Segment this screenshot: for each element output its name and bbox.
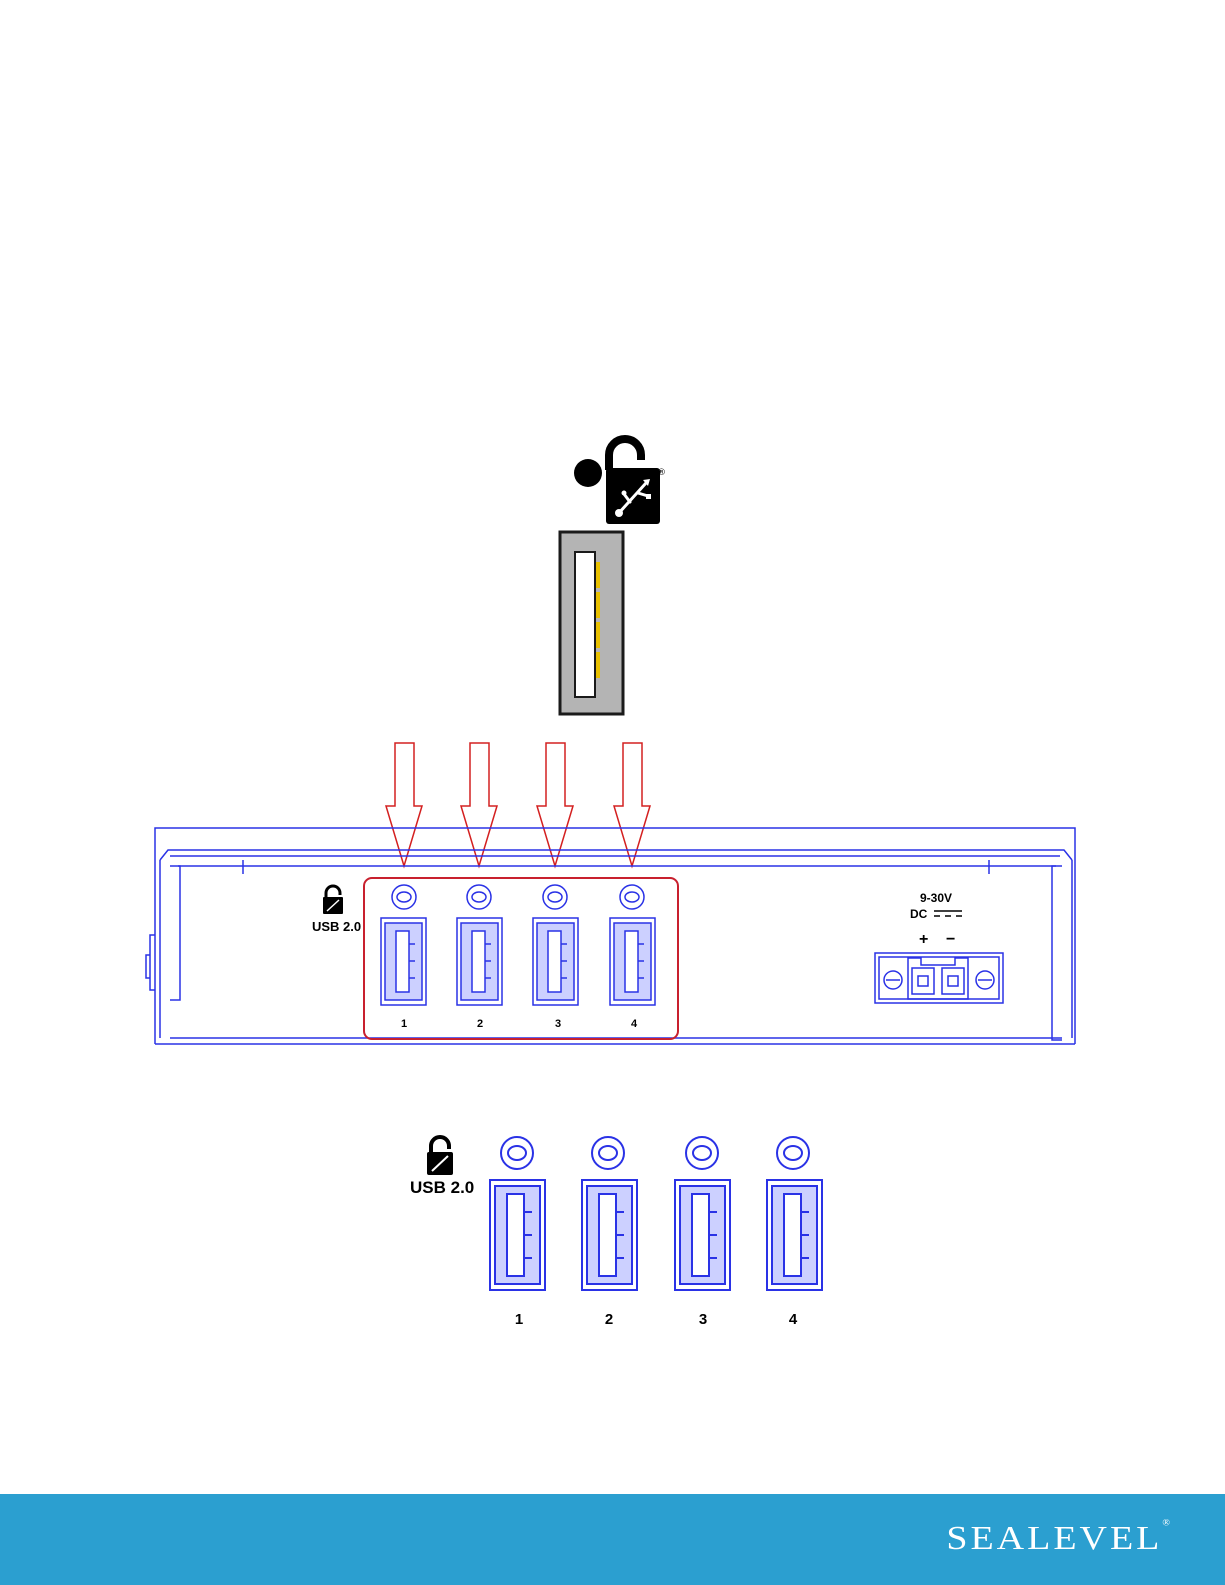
detail-led-4	[777, 1137, 809, 1169]
detail-usb-port-3	[675, 1180, 730, 1290]
detail-port-number: 1	[515, 1311, 523, 1328]
usb-contact	[596, 562, 600, 588]
panel-usb-label: USB 2.0	[312, 919, 361, 934]
led-3	[543, 885, 567, 909]
detail-usb-port-4	[767, 1180, 822, 1290]
panel-lock-icon	[323, 886, 343, 914]
detail-leds	[501, 1137, 809, 1169]
panel-port-number: 2	[477, 1018, 483, 1030]
detail-port-number: 4	[789, 1311, 798, 1328]
brand-registered-mark: ®	[1162, 1518, 1170, 1528]
detail-lock-icon	[427, 1137, 453, 1175]
panel-usb-port-4	[610, 918, 655, 1005]
dc-label: DC	[910, 907, 928, 921]
panel-port-number: 1	[401, 1018, 407, 1030]
led-4	[620, 885, 644, 909]
panel-port-number: 4	[631, 1018, 638, 1030]
panel-usb-ports	[381, 918, 655, 1005]
detail-port-number: 3	[699, 1311, 707, 1328]
port-arrows	[386, 743, 650, 866]
power-terminal-block	[875, 953, 1003, 1003]
arrow-port-2	[461, 743, 497, 866]
panel-leds	[392, 885, 644, 909]
detail-led-1	[501, 1137, 533, 1169]
arrow-port-4	[614, 743, 650, 866]
detail-usb-label: USB 2.0	[410, 1178, 474, 1197]
panel-port-number: 3	[555, 1018, 561, 1030]
registered-mark: ®	[657, 468, 666, 478]
detail-usb-ports	[490, 1180, 822, 1290]
usb-contact	[596, 592, 600, 618]
usb-connector-icon	[560, 532, 623, 714]
arrow-port-3	[537, 743, 573, 866]
panel-usb-port-3	[533, 918, 578, 1005]
usb-contact	[596, 622, 600, 648]
lock-usb-logo: ®	[574, 439, 666, 524]
voltage-label: 9-30V	[920, 891, 952, 905]
detail-usb-port-2	[582, 1180, 637, 1290]
usb-contact	[596, 652, 600, 678]
led-1	[392, 885, 416, 909]
brand-name: SEALEVEL	[946, 1519, 1162, 1557]
led-2	[467, 885, 491, 909]
panel-usb-port-2	[457, 918, 502, 1005]
detail-usb-port-1	[490, 1180, 545, 1290]
sealevel-logo: SEALEVEL®	[946, 1518, 1170, 1558]
detail-port-number: 2	[605, 1311, 613, 1328]
dc-symbol	[934, 911, 962, 916]
plus-label: +	[919, 931, 928, 948]
arrow-port-1	[386, 743, 422, 866]
minus-label: −	[946, 931, 955, 948]
footer-bar: SEALEVEL®	[0, 1494, 1225, 1585]
panel-usb-port-1	[381, 918, 426, 1005]
detail-led-3	[686, 1137, 718, 1169]
detail-led-2	[592, 1137, 624, 1169]
